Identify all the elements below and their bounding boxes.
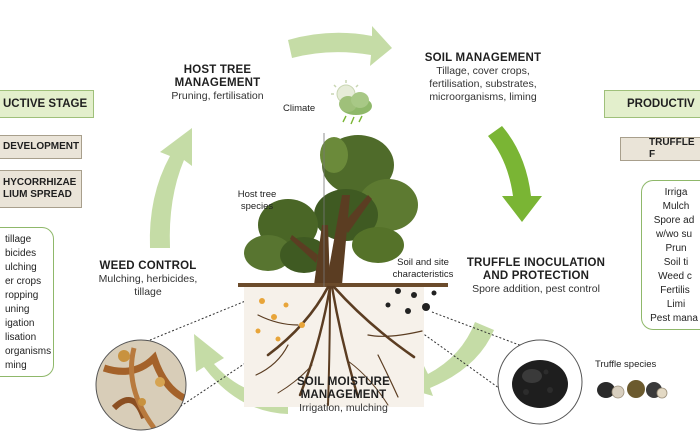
truffle-inoculation-title: TRUFFLE INOCULATION	[466, 257, 606, 269]
right-stage-bar: PRODUCTIV	[604, 90, 700, 118]
soil-moisture-management: SOIL MOISTURE MANAGEMENT Irrigation, mul…	[286, 376, 401, 415]
dotted-line	[149, 299, 249, 341]
left-mycorrhizae-box: HYCORRHIZAE LIUM SPREAD	[0, 170, 82, 208]
list-item: lisation	[5, 332, 37, 343]
list-item: Spore ad	[653, 215, 695, 226]
dotted-line	[417, 329, 511, 397]
mycorrhiza-closeup-image	[95, 339, 187, 431]
host-tree-species-label: Host tree species	[237, 189, 277, 212]
list-item: Pest mana	[650, 313, 698, 324]
arrow-top	[288, 26, 392, 66]
right-truffle-box: TRUFFLE F	[620, 137, 700, 161]
list-item: ropping	[5, 290, 39, 301]
arrow-right	[488, 126, 542, 222]
soil-management: SOIL MANAGEMENT Tillage, cover crops, fe…	[414, 52, 552, 104]
list-item: ulching	[5, 262, 37, 273]
list-item: er crops	[5, 276, 42, 287]
truffle-inoculation-subtitle: Spore addition, pest control	[472, 283, 600, 295]
left-development-box: DEVELOPMENT	[0, 135, 82, 159]
truffle-inoculation: TRUFFLE INOCULATION AND PROTECTION Spore…	[458, 257, 614, 296]
left-stage-bar: UCTIVE STAGE	[0, 90, 94, 118]
truffle-species-icon	[597, 380, 668, 399]
list-item: Irriga	[664, 187, 688, 198]
soil-moisture-subtitle: Irrigation, mulching	[299, 402, 388, 414]
host-tree-management: HOST TREE MANAGEMENT Pruning, fertilisat…	[160, 64, 275, 103]
list-item: Mulch	[662, 201, 690, 212]
list-item: igation	[5, 318, 35, 329]
left-practices-list: tillage bicides ulching er crops ropping…	[0, 227, 54, 377]
tree-trunk	[314, 225, 330, 285]
right-practices-list: Irriga Mulch Spore ad w/wo su Prun Soil …	[641, 180, 700, 330]
list-item: ming	[5, 360, 27, 371]
soil-site-label: Soil and site characteristics	[392, 257, 454, 280]
truffle-closeup-image	[497, 339, 583, 425]
list-item: tillage	[5, 234, 32, 245]
weed-control-title: WEED CONTROL	[99, 260, 197, 272]
list-item: bicides	[5, 248, 37, 259]
list-item: organisms	[5, 346, 52, 357]
list-item: Prun	[665, 243, 687, 254]
list-item: Fertilis	[660, 285, 690, 296]
climate-icon	[331, 80, 372, 125]
weed-control: WEED CONTROL Mulching, herbicides, tilla…	[88, 260, 208, 299]
arrow-left	[149, 128, 192, 248]
climate-label: Climate	[283, 103, 316, 114]
list-item: Weed c	[658, 271, 692, 282]
ground-line	[238, 283, 448, 287]
list-item: uning	[5, 304, 30, 315]
dotted-line	[431, 311, 523, 347]
soil-moisture-title: SOIL MOISTURE	[296, 376, 391, 388]
host-tree-subtitle: Pruning, fertilisation	[171, 90, 264, 102]
list-item: Limi	[666, 299, 686, 310]
soil-management-title: SOIL MANAGEMENT	[424, 52, 542, 64]
arrow-bottom-left	[194, 334, 288, 414]
tree-trunk	[326, 195, 350, 285]
host-tree-title: HOST TREE	[183, 64, 252, 76]
list-item: w/wo su	[655, 229, 693, 240]
tree-illustration	[238, 133, 448, 407]
truffle-species-label: Truffle species	[595, 359, 657, 370]
list-item: Soil ti	[663, 257, 689, 268]
